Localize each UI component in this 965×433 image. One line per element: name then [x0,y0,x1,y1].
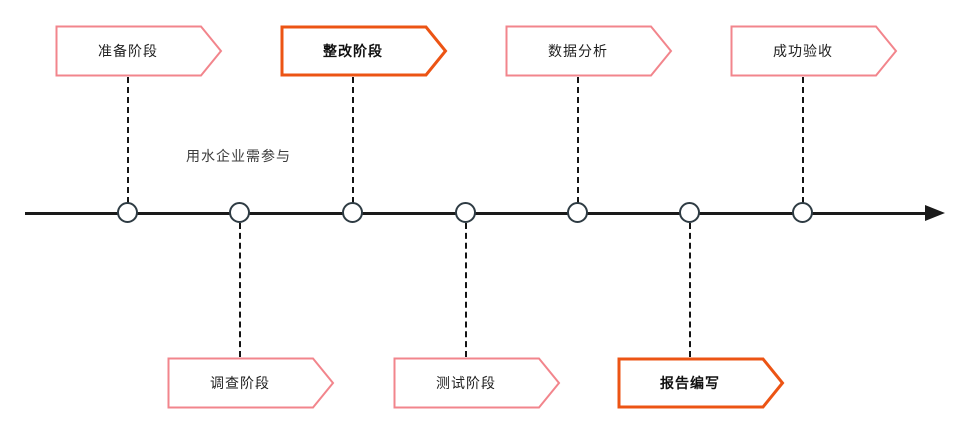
banner-rectification-phase[interactable]: 整改阶段 [280,25,448,77]
connector-data-analysis [577,77,579,203]
timeline-node-3[interactable] [342,202,363,223]
timeline-node-2[interactable] [229,202,250,223]
banner-arrow-shape [167,357,335,409]
milestone-label: 准备阶段 [98,44,158,60]
timeline-node-4[interactable] [455,202,476,223]
connector-acceptance [802,77,804,203]
banner-acceptance[interactable]: 成功验收 [730,25,898,77]
milestone-label: 报告编写 [660,376,720,392]
timeline-node-5[interactable] [567,202,588,223]
connector-testing-phase [465,223,467,357]
milestone-label: 测试阶段 [436,376,496,392]
milestone-label: 成功验收 [773,44,833,60]
annotation-text: 用水企业需参与 [186,149,291,165]
milestone-label: 数据分析 [548,44,608,60]
banner-arrow-shape [280,25,448,77]
banner-arrow-shape [55,25,223,77]
connector-report-writing [689,223,691,357]
connector-prepare-phase [127,77,129,203]
milestone-label: 调查阶段 [210,376,270,392]
banner-arrow-shape [730,25,898,77]
timeline-axis [25,212,928,215]
banner-arrow-shape [393,357,561,409]
connector-rectification-phase [352,77,354,203]
timeline-node-7[interactable] [792,202,813,223]
banner-data-analysis[interactable]: 数据分析 [505,25,673,77]
banner-testing-phase[interactable]: 测试阶段 [393,357,561,409]
banner-investigation-phase[interactable]: 调查阶段 [167,357,335,409]
banner-prepare-phase[interactable]: 准备阶段 [55,25,223,77]
banner-arrow-shape [505,25,673,77]
timeline-node-6[interactable] [679,202,700,223]
banner-report-writing[interactable]: 报告编写 [617,357,785,409]
milestone-label: 整改阶段 [323,44,383,60]
arrowhead-icon [925,205,945,221]
banner-arrow-shape [617,357,785,409]
timeline-node-1[interactable] [117,202,138,223]
connector-investigation-phase [239,223,241,357]
